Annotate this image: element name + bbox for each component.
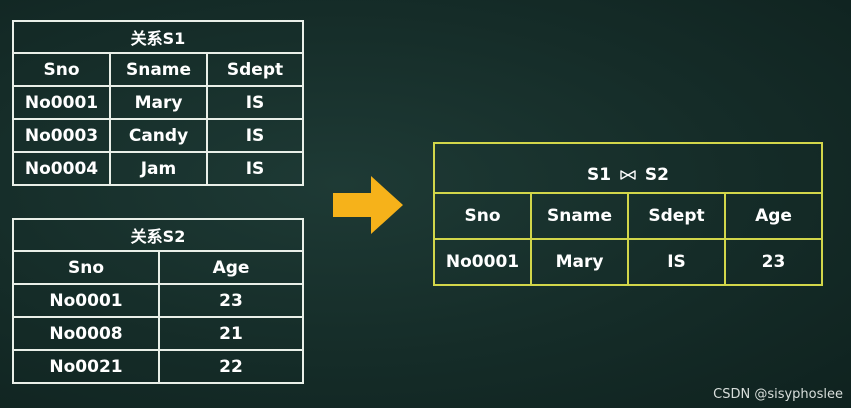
s2-cell: 22 <box>157 349 305 384</box>
result-cell: No0001 <box>433 238 532 286</box>
table-row: No0004 Jam IS <box>12 151 304 186</box>
s2-header-age: Age <box>157 250 305 285</box>
result-cell: Mary <box>530 238 629 286</box>
natural-join-icon <box>620 170 636 180</box>
result-header-sname: Sname <box>530 192 629 240</box>
relation-s2-caption: 关系S2 <box>11 218 305 252</box>
s1-header-sno: Sno <box>12 52 111 87</box>
s1-cell: IS <box>206 151 304 186</box>
join-result-caption: S1 S2 <box>433 142 823 194</box>
s1-cell: No0003 <box>12 118 111 153</box>
relation-s1-caption: 关系S1 <box>12 20 304 54</box>
right-arrow-icon <box>333 176 403 234</box>
s1-header-sname: Sname <box>109 52 208 87</box>
table-row: No0021 22 <box>12 349 305 384</box>
table-row: No0008 21 <box>12 316 305 351</box>
s2-cell: 23 <box>157 283 305 318</box>
result-cell: IS <box>627 238 726 286</box>
s2-cell: No0001 <box>12 283 160 318</box>
result-cell: 23 <box>724 238 823 286</box>
result-header-sno: Sno <box>433 192 532 240</box>
relation-s2-header-row: Sno Age <box>12 250 305 285</box>
result-header-sdept: Sdept <box>627 192 726 240</box>
s1-cell: Jam <box>109 151 208 186</box>
join-result-table: S1 S2 Sno Sname Sdept Age No0001 Mary IS… <box>433 142 823 286</box>
relation-s1-table: 关系S1 Sno Sname Sdept No0001 Mary IS No00… <box>12 20 304 186</box>
s2-header-sno: Sno <box>12 250 160 285</box>
s1-cell: IS <box>206 85 304 120</box>
join-right-operand: S2 <box>644 165 669 185</box>
s2-cell: No0021 <box>12 349 160 384</box>
join-result-header-row: Sno Sname Sdept Age <box>433 192 823 240</box>
join-left-operand: S1 <box>587 165 612 185</box>
result-header-age: Age <box>724 192 823 240</box>
table-row: No0001 Mary IS 23 <box>433 238 823 286</box>
s1-cell: IS <box>206 118 304 153</box>
watermark: CSDN @sisyphoslee <box>713 387 843 402</box>
table-row: No0003 Candy IS <box>12 118 304 153</box>
table-row: No0001 23 <box>12 283 305 318</box>
s1-cell: No0004 <box>12 151 111 186</box>
relation-s2-table: 关系S2 Sno Age No0001 23 No0008 21 No0021 … <box>11 218 305 384</box>
s2-cell: No0008 <box>12 316 160 351</box>
s1-cell: Mary <box>109 85 208 120</box>
s1-cell: No0001 <box>12 85 111 120</box>
s1-header-sdept: Sdept <box>206 52 304 87</box>
table-row: No0001 Mary IS <box>12 85 304 120</box>
relation-s1-header-row: Sno Sname Sdept <box>12 52 304 87</box>
s2-cell: 21 <box>157 316 305 351</box>
s1-cell: Candy <box>109 118 208 153</box>
